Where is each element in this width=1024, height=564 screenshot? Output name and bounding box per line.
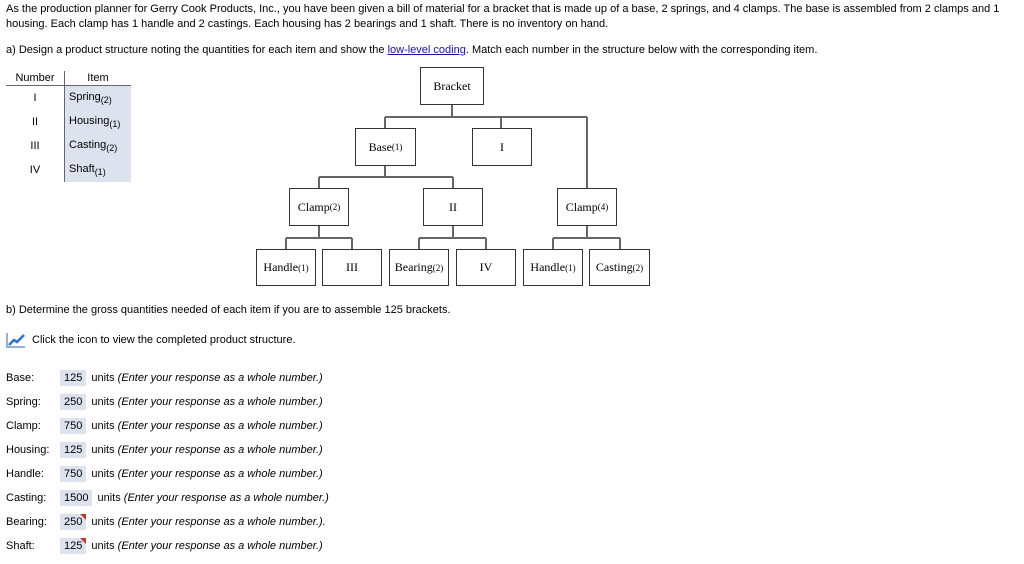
answer-hint: (Enter your response as a whole number.) bbox=[117, 396, 323, 408]
node-base: Base(1) bbox=[355, 128, 416, 166]
answer-label: Spring: bbox=[6, 396, 41, 408]
answer-hint: (Enter your response as a whole number.) bbox=[117, 420, 323, 432]
answer-row: Clamp: 750 units (Enter your response as a… bbox=[6, 416, 323, 436]
answer-label: Shaft: bbox=[6, 540, 35, 552]
part-b-text: b) Determine the gross quantities needed… bbox=[6, 304, 451, 316]
item: Casting(2) bbox=[64, 134, 131, 158]
view-structure-text: Click the icon to view the completed pro… bbox=[32, 333, 296, 346]
node-clamp-4: Clamp(4) bbox=[557, 188, 617, 226]
item: Spring(2) bbox=[64, 85, 131, 110]
answer-hint: (Enter your response as a whole number.) bbox=[123, 492, 329, 504]
answer-label: Bearing: bbox=[6, 516, 47, 528]
answer-row: Base: 125 units (Enter your response as a … bbox=[6, 368, 323, 388]
answer-row: Bearing: 250 units (Enter your response as… bbox=[6, 512, 326, 532]
table-row: III Casting(2) bbox=[6, 134, 131, 158]
answer-input[interactable]: 125 bbox=[60, 442, 87, 458]
units-label: units bbox=[91, 396, 115, 408]
node-handle-2: Handle(1) bbox=[523, 249, 583, 286]
table-row: I Spring(2) bbox=[6, 85, 131, 110]
view-structure-line: Click the icon to view the completed pro… bbox=[6, 332, 296, 348]
number: I bbox=[33, 92, 37, 104]
units-label: units bbox=[91, 444, 115, 456]
header-number: Number bbox=[6, 71, 65, 86]
header-item: Item bbox=[64, 71, 131, 86]
node-i: I bbox=[472, 128, 532, 166]
answer-row: Housing: 125 units (Enter your response as… bbox=[6, 440, 323, 460]
answer-input[interactable]: 250 bbox=[60, 394, 87, 410]
units-label: units bbox=[91, 540, 115, 552]
table-row: II Housing(1) bbox=[6, 110, 131, 134]
answer-row: Shaft: 125 units (Enter your response as a… bbox=[6, 536, 323, 556]
node-bracket: Bracket bbox=[420, 67, 484, 105]
number: IV bbox=[29, 164, 41, 176]
node-handle-1: Handle(1) bbox=[256, 249, 316, 286]
answer-hint: (Enter your response as a whole number.) bbox=[117, 444, 323, 456]
units-label: units bbox=[97, 492, 121, 504]
chart-icon[interactable] bbox=[6, 332, 26, 348]
answer-label: Handle: bbox=[6, 468, 44, 480]
table-row: IV Shaft(1) bbox=[6, 158, 131, 182]
part-a-post: . Match each number in the structure bel… bbox=[465, 44, 818, 56]
units-label: units bbox=[91, 468, 115, 480]
node-clamp-2: Clamp(2) bbox=[289, 188, 349, 226]
answer-input[interactable]: 125 bbox=[60, 538, 87, 554]
problem-intro: As the production planner for Gerry Cook… bbox=[6, 3, 1000, 30]
answer-row: Spring: 250 units (Enter your response as … bbox=[6, 392, 323, 412]
answer-input[interactable]: 750 bbox=[60, 418, 87, 434]
answer-hint: (Enter your response as a whole number.) bbox=[117, 372, 323, 384]
part-a-text: a) Design a product structure noting the… bbox=[6, 43, 817, 58]
number: III bbox=[30, 140, 40, 152]
node-casting: Casting(2) bbox=[589, 249, 650, 286]
units-label: units bbox=[91, 516, 115, 528]
tree-connectors bbox=[285, 105, 621, 249]
answer-row: Handle: 750 units (Enter your response as … bbox=[6, 464, 323, 484]
item: Shaft(1) bbox=[64, 158, 131, 182]
units-label: units bbox=[91, 372, 115, 384]
low-level-coding-link[interactable]: low-level coding bbox=[387, 44, 466, 56]
answer-row: Casting: 1500 units (Enter your response a… bbox=[6, 488, 329, 508]
answer-hint: (Enter your response as a whole number.)… bbox=[117, 516, 326, 528]
node-iii: III bbox=[322, 249, 382, 286]
node-bearing: Bearing(2) bbox=[389, 249, 449, 286]
node-ii: II bbox=[423, 188, 483, 226]
item: Housing(1) bbox=[64, 110, 131, 134]
answer-label: Casting: bbox=[6, 492, 47, 504]
answer-label: Base: bbox=[6, 372, 35, 384]
answer-input[interactable]: 750 bbox=[60, 466, 87, 482]
answer-hint: (Enter your response as a whole number.) bbox=[117, 468, 323, 480]
node-iv: IV bbox=[456, 249, 516, 286]
answer-input[interactable]: 125 bbox=[60, 370, 87, 386]
units-label: units bbox=[91, 420, 115, 432]
number: II bbox=[31, 116, 39, 128]
answer-input[interactable]: 250 bbox=[60, 514, 87, 530]
part-a-pre: a) Design a product structure noting the… bbox=[6, 44, 388, 56]
answer-hint: (Enter your response as a whole number.) bbox=[117, 540, 323, 552]
answer-input[interactable]: 1500 bbox=[60, 490, 93, 506]
answer-label: Clamp: bbox=[6, 420, 41, 432]
answer-label: Housing: bbox=[6, 444, 50, 456]
